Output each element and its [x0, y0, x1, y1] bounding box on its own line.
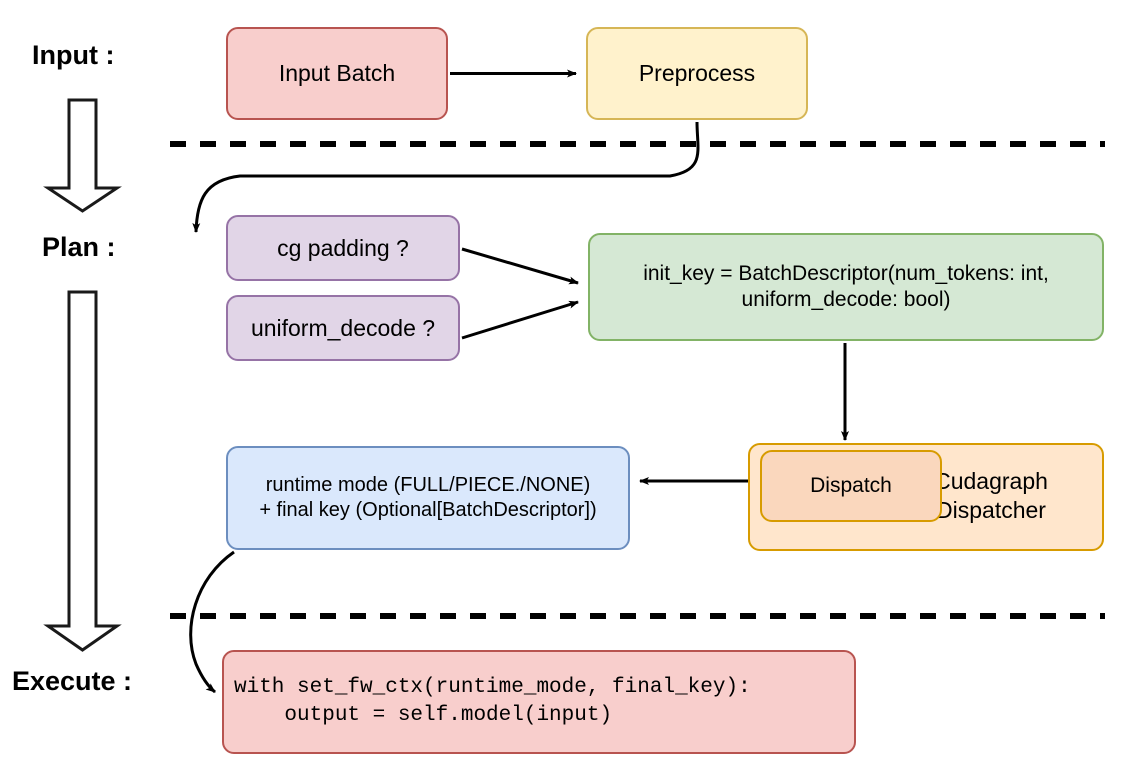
node-preprocess-label: Preprocess: [638, 60, 756, 87]
node-init-key[interactable]: init_key = BatchDescriptor(num_tokens: i…: [588, 233, 1104, 341]
node-cg-padding[interactable]: cg padding ?: [226, 215, 460, 281]
node-dispatch-label: Dispatch: [810, 473, 892, 497]
stage-label-plan: Plan :: [42, 232, 116, 262]
stage-label-input: Input :: [32, 40, 115, 70]
node-cudagraph-dispatcher-label: Cudagraph Dispatcher: [934, 468, 1048, 523]
node-code-block-text: with set_fw_ctx(runtime_mode, final_key)…: [234, 675, 751, 727]
node-uniform-decode[interactable]: uniform_decode ?: [226, 295, 460, 361]
node-preprocess[interactable]: Preprocess: [586, 27, 808, 120]
node-input-batch-label: Input Batch: [278, 60, 396, 87]
node-cg-padding-label: cg padding ?: [277, 234, 409, 261]
stage-label-execute: Execute :: [12, 666, 133, 696]
node-runtime-mode-label: runtime mode (FULL/PIECE./NONE)+ final k…: [259, 474, 597, 521]
node-dispatch[interactable]: Dispatch: [760, 450, 942, 522]
node-uniform-decode-label: uniform_decode ?: [250, 314, 436, 341]
input-to-plan-arrow: [43, 98, 122, 213]
node-init-key-label: init_key = BatchDescriptor(num_tokens: i…: [643, 261, 1049, 311]
edge-cg-padding-to-init-key: [461, 247, 579, 285]
plan-to-execute-arrow: [43, 290, 122, 652]
node-input-batch[interactable]: Input Batch: [226, 27, 448, 120]
node-runtime-mode[interactable]: runtime mode (FULL/PIECE./NONE)+ final k…: [226, 446, 630, 550]
edge-preprocess-to-cg-padding: [192, 121, 700, 233]
node-code-block[interactable]: with set_fw_ctx(runtime_mode, final_key)…: [222, 650, 856, 754]
edge-uniform-decode-to-init-key: [461, 300, 579, 340]
edge-runtime-mode-to-code: [189, 550, 235, 694]
